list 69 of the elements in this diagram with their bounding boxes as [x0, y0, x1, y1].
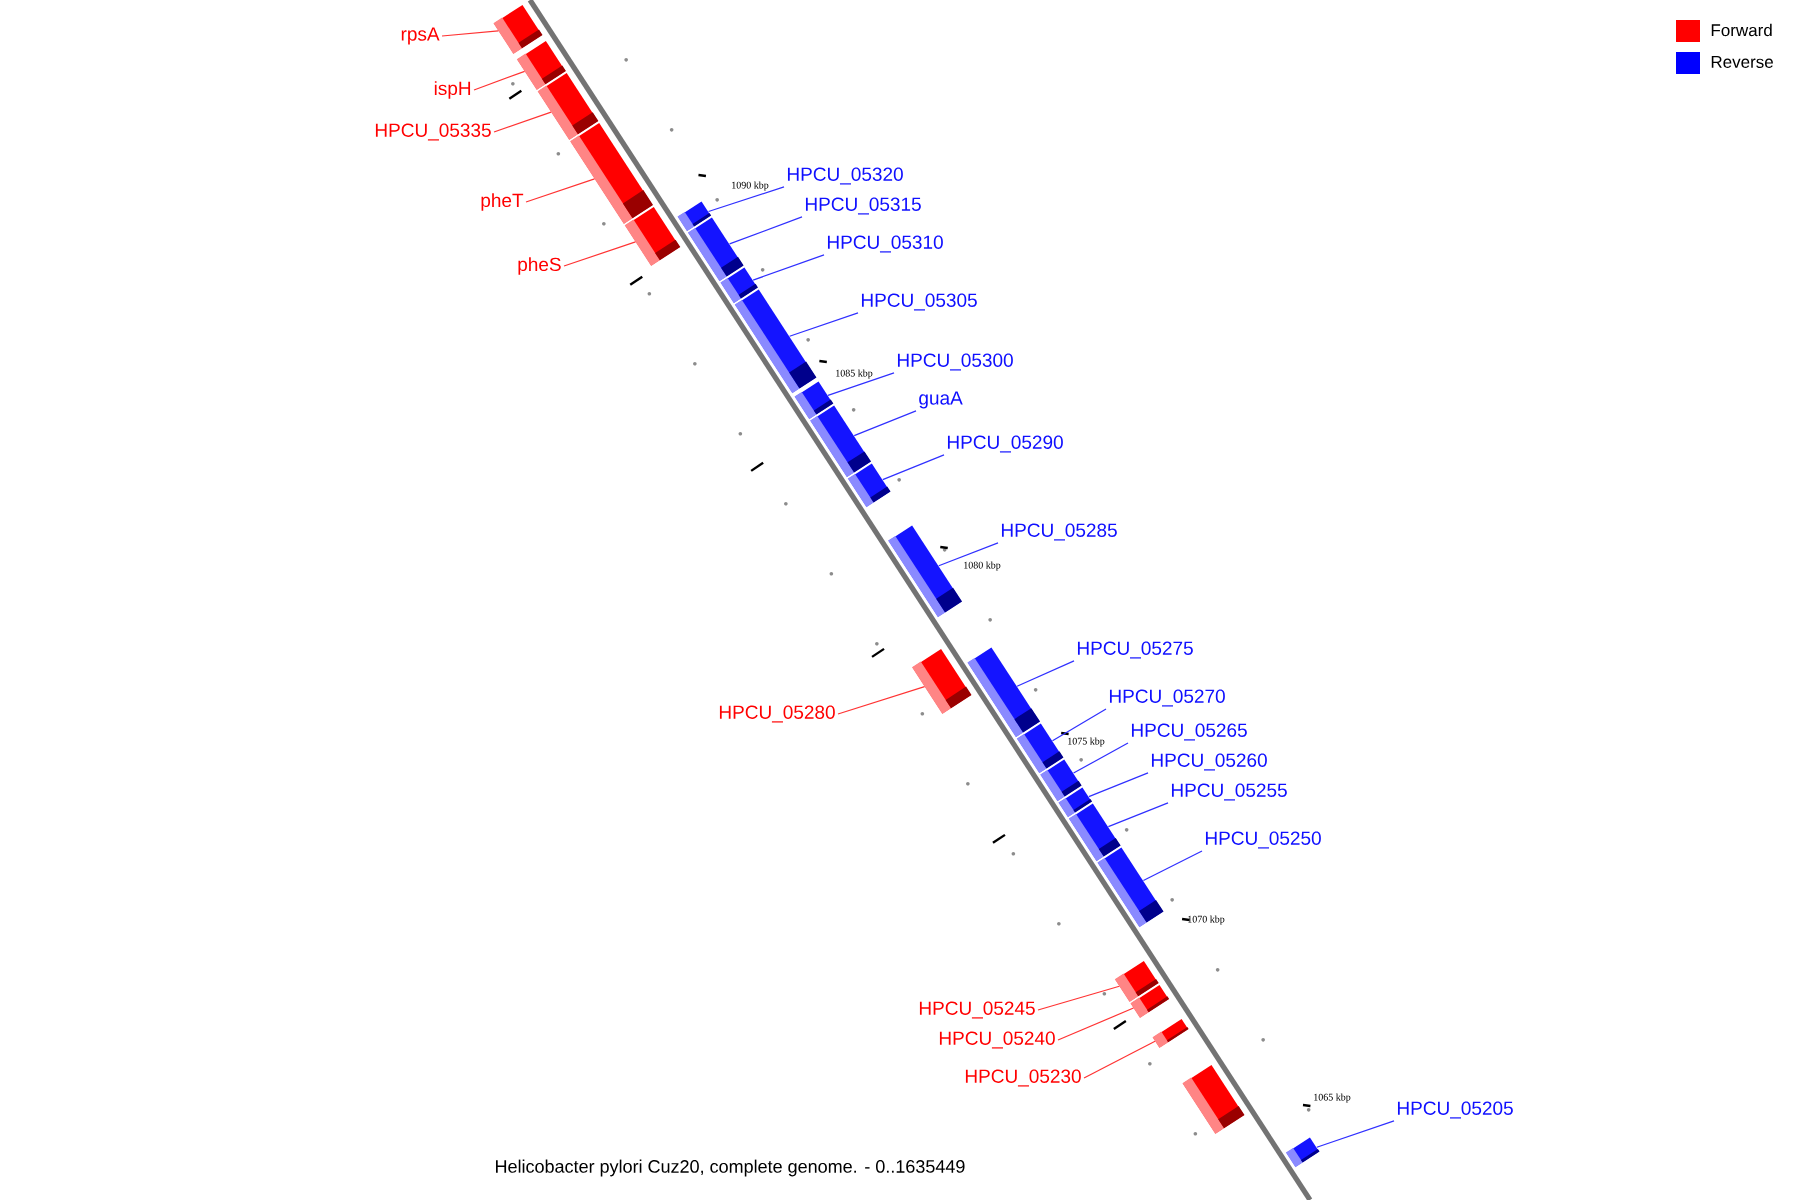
gene-label: HPCU_05320	[788, 167, 903, 185]
leader-line	[789, 312, 859, 337]
gene-block	[1097, 847, 1164, 928]
gene-block	[1152, 1018, 1189, 1048]
gene-label: ispH	[434, 81, 471, 99]
gene-block	[1068, 803, 1121, 862]
leader-line	[729, 216, 803, 245]
leader-line	[525, 178, 596, 203]
gene-label: HPCU_05205	[1398, 1101, 1513, 1119]
leader-line	[1088, 772, 1149, 798]
leader-line	[707, 186, 785, 213]
legend-label: Forward	[1711, 23, 1772, 37]
leader-line	[853, 410, 917, 437]
gene-block	[810, 405, 872, 478]
leader-line	[1072, 742, 1129, 774]
legend-label: Reverse	[1711, 56, 1773, 68]
gene-label: HPCU_05310	[828, 235, 943, 253]
caption: Helicobacter pylori Cuz20, complete genome. - 0..1635449	[496, 1159, 965, 1177]
gene-block	[570, 122, 653, 224]
gene-block	[1285, 1137, 1320, 1168]
gene-block	[537, 72, 599, 140]
gene-block	[1016, 723, 1064, 774]
gene-label: HPCU_05300	[898, 353, 1013, 371]
gene-block	[687, 217, 744, 282]
gene-label: HPCU_05240	[939, 1031, 1055, 1049]
gene-block	[1130, 984, 1170, 1018]
gene-label: HPCU_05315	[806, 197, 921, 215]
leader-line	[837, 686, 926, 715]
gene-block	[967, 647, 1041, 738]
gene-label: rpsA	[401, 27, 440, 45]
gene-label: HPCU_05335	[375, 123, 491, 141]
leader-line	[1083, 1040, 1156, 1079]
gene-label: pheS	[518, 257, 561, 275]
gene-label: pheT	[481, 193, 524, 211]
gene-label: HPCU_05260	[1152, 753, 1267, 771]
gene-block	[888, 525, 963, 618]
leader-line	[473, 70, 526, 91]
leader-line	[938, 542, 999, 567]
gene-label: HPCU_05270	[1110, 689, 1225, 707]
leader-line	[1316, 1120, 1395, 1148]
gene-block	[912, 648, 972, 714]
leader-line	[752, 254, 825, 281]
gene-label: HPCU_05290	[948, 435, 1063, 453]
leader-line	[1016, 660, 1075, 687]
gene-label: HPCU_05265	[1132, 723, 1247, 741]
gene-block	[624, 206, 681, 266]
leader-line	[1142, 850, 1203, 882]
gene-block	[734, 289, 817, 394]
leader-line	[827, 372, 895, 396]
gene-label: HPCU_05280	[719, 705, 835, 723]
leader-line	[441, 30, 499, 37]
gene-label: HPCU_05255	[1172, 783, 1287, 801]
leader-line	[1037, 985, 1120, 1011]
gene-block	[847, 463, 891, 508]
leader-line	[563, 241, 637, 267]
gene-label: HPCU_05285	[1002, 523, 1117, 541]
gene-label: HPCU_05245	[919, 1001, 1035, 1019]
leader-line	[1107, 802, 1169, 828]
gene-label: HPCU_05230	[965, 1069, 1081, 1087]
leader-line	[1057, 1007, 1135, 1041]
gene-label: guaA	[919, 391, 963, 409]
gene-block	[1182, 1064, 1245, 1134]
gene-label: HPCU_05250	[1206, 831, 1321, 849]
leader-line	[882, 454, 945, 481]
gene-label: HPCU_05275	[1078, 641, 1193, 659]
gene-label: HPCU_05305	[862, 293, 977, 311]
leader-line	[1051, 708, 1107, 742]
gene-block	[493, 4, 543, 54]
leader-line	[493, 111, 552, 133]
